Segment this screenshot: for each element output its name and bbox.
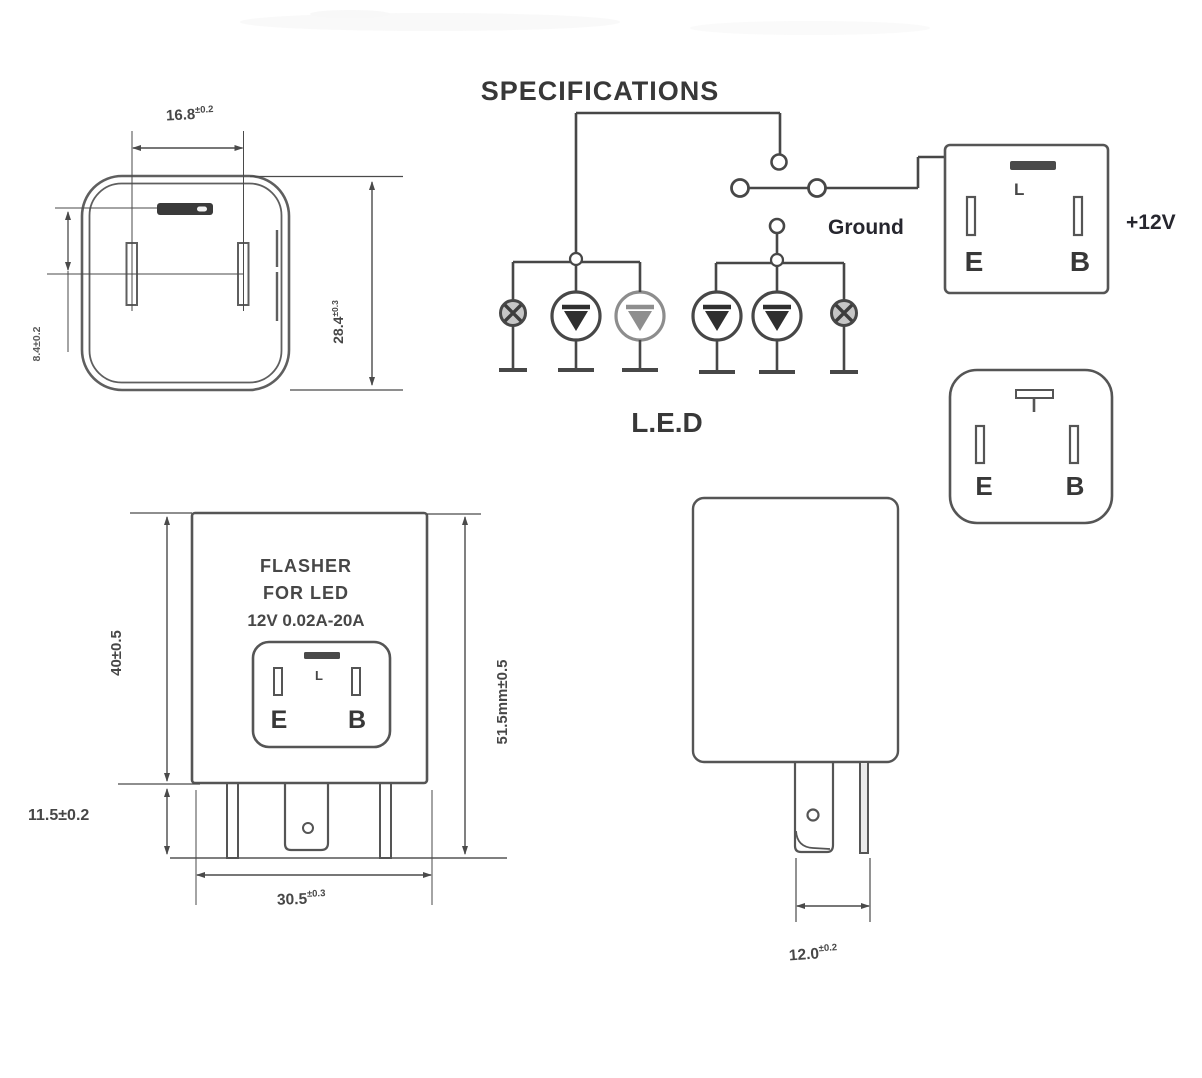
front-view-e-label: E: [271, 706, 288, 734]
switch-lower-terminal: [768, 217, 786, 235]
front-view-title-line3: 12V 0.02A-20A: [247, 611, 364, 630]
front-view-title-line2: FOR LED: [263, 583, 349, 603]
front-view-l-slot: [304, 652, 340, 659]
led-group-label: L.E.D: [631, 407, 703, 438]
top-view-top-pin-notch: [197, 206, 207, 212]
circuit-schematic: [499, 111, 945, 374]
pinout-top-right-b-label: B: [1070, 246, 1090, 277]
front-view-connector: [251, 640, 392, 749]
top-view-top-pin: [157, 203, 213, 215]
top-view-inner-body: [88, 182, 283, 384]
page-title: SPECIFICATIONS: [481, 76, 720, 106]
dim-body-extension-lines: [118, 512, 200, 785]
front-view-body: [190, 511, 429, 785]
pinout-top-right-l-slot: [1010, 161, 1056, 170]
front-view-width-dim-label: 30.5±0.3: [277, 888, 326, 909]
junction-node-left: [568, 251, 584, 267]
side-view-center-pin-notch: [795, 830, 831, 850]
led-symbol-3: [691, 290, 743, 342]
pinout-mid-right-b-label: B: [1066, 471, 1085, 501]
pinout-top-right-body: [943, 143, 1110, 295]
top-view-outer-body: [80, 174, 291, 392]
pinout-top-right-e-slot: [965, 195, 977, 237]
front-view-title-line1: FLASHER: [260, 556, 352, 576]
front-view-e-slot: [273, 667, 283, 696]
side-view-figure: [691, 496, 900, 854]
lamp-symbol-left: [499, 299, 527, 327]
pinout-top-right-e-label: E: [965, 246, 984, 277]
dim-width-extension-lines: [131, 131, 244, 311]
pinout-top-right-b-slot: [1072, 195, 1084, 237]
pinout-top-right-figure: [943, 143, 1110, 295]
front-view-total-dim-label: 51.5mm±0.5: [494, 660, 511, 745]
dim-side-reference-lines: [47, 207, 243, 275]
switch-contact-right: [807, 178, 827, 198]
top-view-width-dim-label: 16.8±0.2: [166, 104, 215, 124]
front-view-right-pin: [379, 782, 392, 859]
front-view-l-label: L: [315, 668, 323, 683]
artifact-smudge: [240, 10, 930, 35]
front-view-b-label: B: [348, 706, 366, 734]
side-view-center-pin-hole: [806, 808, 820, 822]
dim-width-extension-lines: [195, 790, 433, 905]
circuit-wires: [511, 111, 945, 372]
pinout-mid-right-e-slot: [974, 424, 986, 465]
front-view-left-pin: [226, 782, 239, 859]
side-view-rear-pin: [859, 761, 869, 854]
switch-upper-terminal: [770, 153, 788, 171]
front-view-center-pin-hole: [302, 822, 314, 834]
dim-height-extension-lines: [250, 175, 403, 391]
side-view-body: [691, 496, 900, 764]
top-view-dimensions: [47, 131, 403, 391]
plus12v-annotation: +12V: [1126, 211, 1176, 234]
side-view-dimensions: [795, 858, 871, 922]
led-symbol-4: [751, 290, 803, 342]
front-view-pin-dim-label: 11.5±0.2: [28, 807, 89, 824]
led-symbol-2: [614, 290, 666, 342]
pinout-mid-right-body: [948, 368, 1114, 525]
side-view-center-pin: [793, 762, 835, 854]
pinout-mid-right-figure: [948, 368, 1114, 525]
front-view-center-pin: [283, 783, 330, 852]
ground-annotation: Ground: [828, 216, 904, 239]
top-view-height-dim-label: 28.4±0.3: [330, 300, 346, 344]
front-view-figure: [170, 511, 507, 859]
dim-pin-width-extension-lines: [795, 858, 871, 922]
front-view-dimensions: [118, 512, 481, 905]
circuit-ground-bars: [499, 368, 858, 374]
pinout-top-right-l-label: L: [1014, 180, 1024, 199]
top-view-side-dim-label: 8.4±0.2: [31, 326, 43, 361]
side-view-pin-width-dim-label: 12.0±0.2: [788, 942, 838, 964]
front-view-body-dim-label: 40±0.5: [108, 630, 125, 676]
junction-node-right: [769, 252, 785, 268]
switch-contact-left: [730, 178, 750, 198]
lamp-symbol-right: [830, 299, 858, 327]
pinout-mid-right-b-slot: [1068, 424, 1080, 465]
front-view-b-slot: [351, 667, 361, 696]
led-symbol-1: [550, 290, 602, 342]
pinout-mid-right-e-label: E: [975, 471, 992, 501]
